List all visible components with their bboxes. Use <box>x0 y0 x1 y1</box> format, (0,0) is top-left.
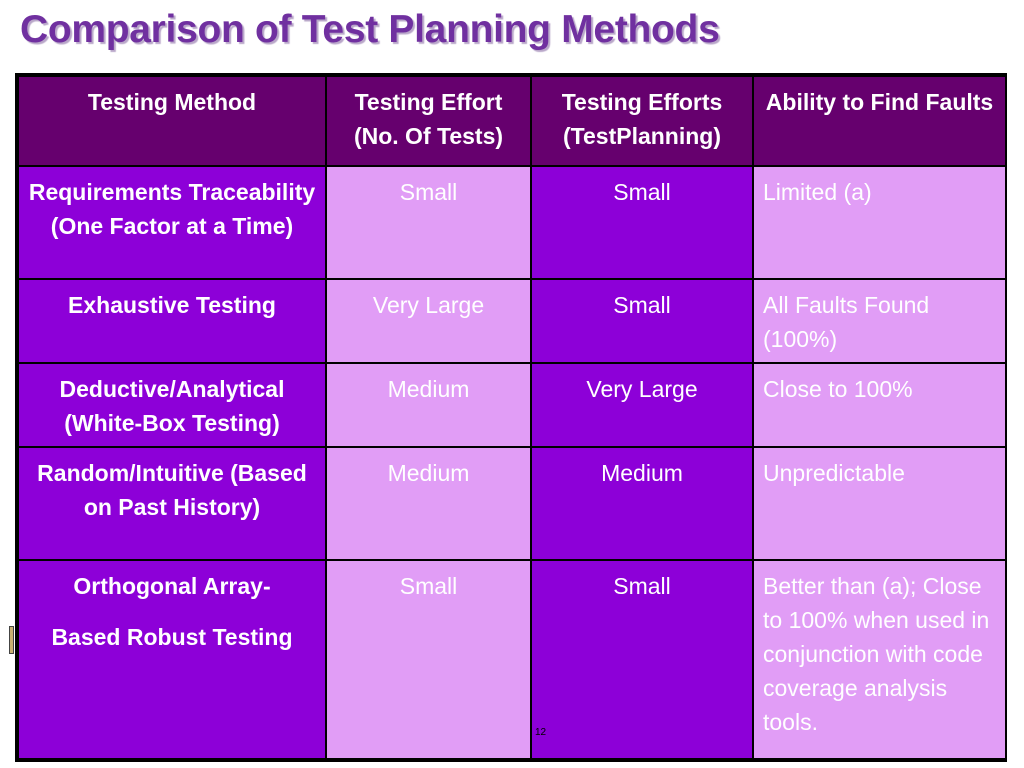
cell-ability: Unpredictable <box>752 446 1007 561</box>
header-testing-method: Testing Method <box>17 75 327 167</box>
cell-effort-tests: Medium <box>325 446 532 561</box>
cell-effort-tests: Small <box>325 165 532 280</box>
cell-method: Deductive/Analytical (White-Box Testing) <box>17 362 327 448</box>
comparison-table-container: Testing Method Testing Effort (No. Of Te… <box>15 73 1007 762</box>
page-number: 12 <box>535 727 547 738</box>
table-row: Exhaustive Testing Very Large Small All … <box>17 278 1007 364</box>
cell-effort-planning: Small <box>530 559 754 760</box>
cell-method: Random/Intuitive (Based on Past History) <box>17 446 327 561</box>
cell-effort-planning: Small <box>530 278 754 364</box>
table-row: Orthogonal Array- Based Robust Testing S… <box>17 559 1007 760</box>
cell-effort-tests: Small <box>325 559 532 760</box>
cell-effort-planning: Very Large <box>530 362 754 448</box>
header-ability-to-find-faults: Ability to Find Faults <box>752 75 1007 167</box>
cell-method: Exhaustive Testing <box>17 278 327 364</box>
table-row: Deductive/Analytical (White-Box Testing)… <box>17 362 1007 448</box>
cell-method: Orthogonal Array- Based Robust Testing <box>17 559 327 760</box>
cell-method: Requirements Traceability (One Factor at… <box>17 165 327 280</box>
cell-effort-tests: Very Large <box>325 278 532 364</box>
cell-effort-planning: Medium <box>530 446 754 561</box>
comparison-table: Testing Method Testing Effort (No. Of Te… <box>17 75 1007 760</box>
table-row: Random/Intuitive (Based on Past History)… <box>17 446 1007 561</box>
table-row: Requirements Traceability (One Factor at… <box>17 165 1007 280</box>
cell-ability: All Faults Found (100%) <box>752 278 1007 364</box>
cell-method-line-1: Orthogonal Array- <box>73 573 271 599</box>
slide-title: Comparison of Test Planning Methods <box>20 8 720 51</box>
cell-method-line-2: Based Robust Testing <box>51 624 293 650</box>
edge-marker <box>9 626 14 654</box>
header-testing-effort-tests: Testing Effort (No. Of Tests) <box>325 75 532 167</box>
cell-effort-planning: Small <box>530 165 754 280</box>
header-testing-effort-planning: Testing Efforts (TestPlanning) <box>530 75 754 167</box>
table-header-row: Testing Method Testing Effort (No. Of Te… <box>17 75 1007 167</box>
cell-effort-tests: Medium <box>325 362 532 448</box>
cell-ability: Better than (a); Close to 100% when used… <box>752 559 1007 760</box>
cell-ability: Close to 100% <box>752 362 1007 448</box>
cell-ability: Limited (a) <box>752 165 1007 280</box>
